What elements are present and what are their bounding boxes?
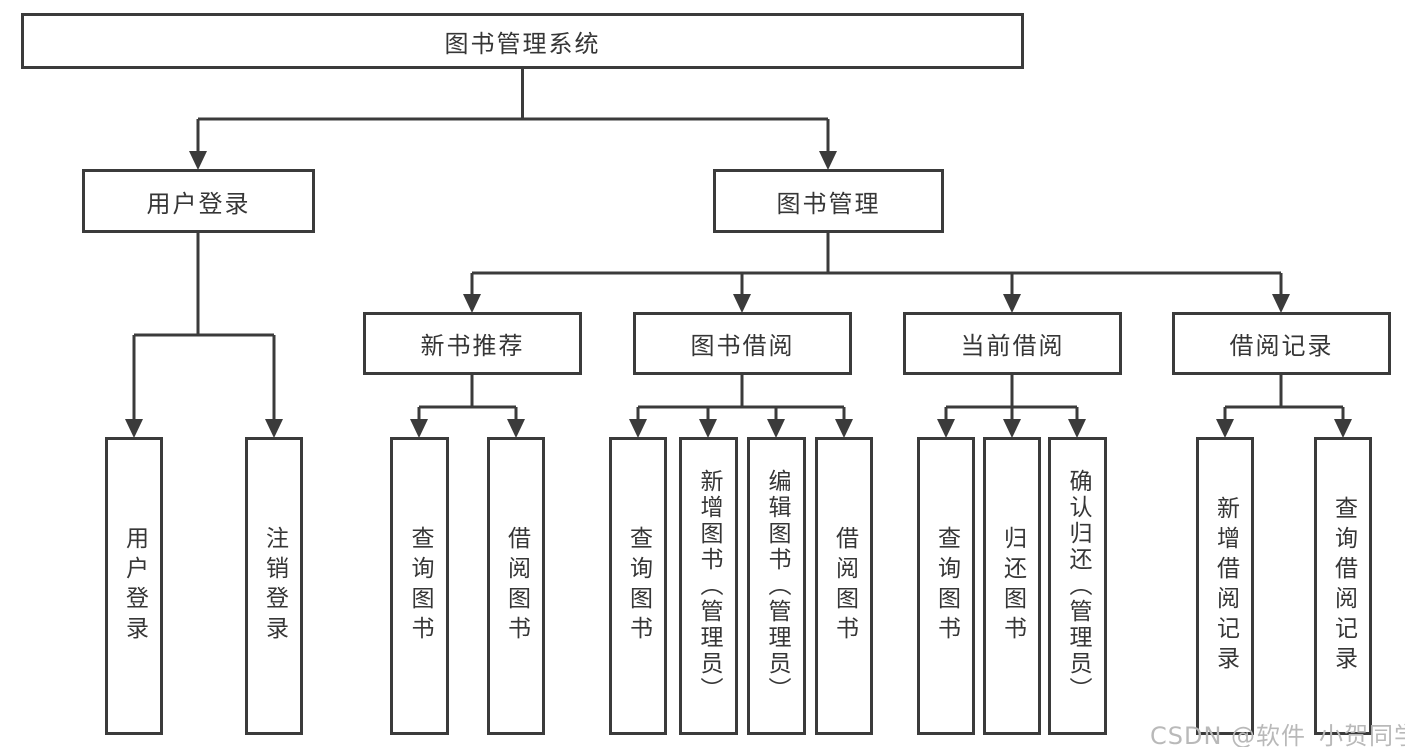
leaf-add-borrow-record: 新增借阅记录 xyxy=(1196,437,1254,735)
node-book-management: 图书管理 xyxy=(713,169,944,233)
leaf-query-borrow-record: 查询借阅记录 xyxy=(1314,437,1372,735)
leaf-confirm-return-admin-label: 确认归还（管理员） xyxy=(1065,469,1091,703)
node-book-borrow: 图书借阅 xyxy=(633,312,852,375)
leaf-return-books: 归还图书 xyxy=(983,437,1041,735)
leaf-return-books-label: 归还图书 xyxy=(999,526,1026,646)
leaf-confirm-return-admin: 确认归还（管理员） xyxy=(1048,437,1107,735)
node-new-book-recommend-label: 新书推荐 xyxy=(420,332,525,360)
leaf-query-books-recommend: 查询图书 xyxy=(390,437,449,735)
node-root: 图书管理系统 xyxy=(21,13,1024,69)
leaf-user-login: 用户登录 xyxy=(105,437,163,735)
leaf-logout: 注销登录 xyxy=(245,437,303,735)
node-user-login-label: 用户登录 xyxy=(146,189,251,218)
leaf-query-books-recommend-label: 查询图书 xyxy=(407,526,433,646)
node-root-label: 图书管理系统 xyxy=(444,29,601,58)
leaf-borrow-books-label: 借阅图书 xyxy=(831,526,858,646)
node-borrow-records: 借阅记录 xyxy=(1172,312,1391,375)
node-new-book-recommend: 新书推荐 xyxy=(363,312,582,375)
leaf-edit-books-admin-label: 编辑图书（管理员） xyxy=(764,469,790,703)
leaf-add-books-admin: 新增图书（管理员） xyxy=(679,437,738,735)
leaf-borrow-books-recommend: 借阅图书 xyxy=(487,437,545,735)
node-borrow-records-label: 借阅记录 xyxy=(1229,332,1334,360)
node-user-login: 用户登录 xyxy=(82,169,315,233)
leaf-query-books-borrow-label: 查询图书 xyxy=(625,526,652,646)
leaf-query-borrow-record-label: 查询借阅记录 xyxy=(1330,496,1357,676)
node-current-borrow: 当前借阅 xyxy=(903,312,1122,375)
leaf-add-borrow-record-label: 新增借阅记录 xyxy=(1212,496,1239,676)
leaf-query-books-borrow: 查询图书 xyxy=(609,437,667,735)
leaf-user-login-label: 用户登录 xyxy=(121,526,148,646)
leaf-query-books-current: 查询图书 xyxy=(917,437,975,735)
leaf-edit-books-admin: 编辑图书（管理员） xyxy=(747,437,806,735)
leaf-add-books-admin-label: 新增图书（管理员） xyxy=(696,469,722,703)
leaf-query-books-current-label: 查询图书 xyxy=(933,526,960,646)
csdn-watermark: CSDN @软件_小贺同学 xyxy=(1150,722,1405,747)
leaf-borrow-books-recommend-label: 借阅图书 xyxy=(503,526,530,646)
node-current-borrow-label: 当前借阅 xyxy=(960,332,1065,360)
leaf-borrow-books: 借阅图书 xyxy=(815,437,873,735)
node-book-management-label: 图书管理 xyxy=(776,189,881,218)
leaf-logout-label: 注销登录 xyxy=(261,526,288,646)
node-book-borrow-label: 图书借阅 xyxy=(690,332,795,360)
